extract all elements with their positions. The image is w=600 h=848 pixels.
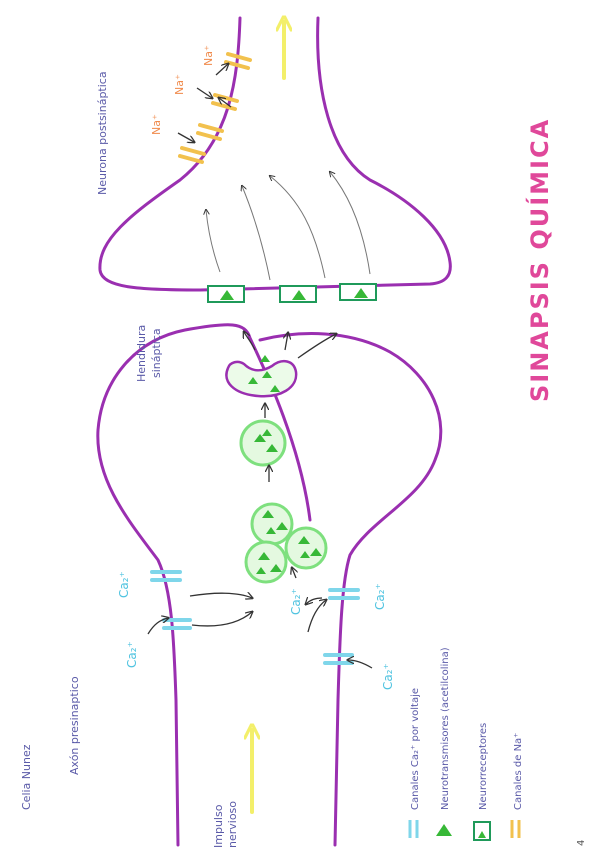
vesicle-4 [241, 421, 285, 465]
ca-label-1: Ca₂⁺ [117, 571, 131, 598]
diagram-title: SINAPSIS QUÍMICA [525, 118, 554, 402]
neuroreceptors [208, 284, 376, 302]
legend-neuroreceptors-text: Neurorreceptores [478, 723, 489, 810]
legend: Canales Ca₂⁺ por voltaje Neurotransmisor… [410, 647, 524, 840]
exocytosis-pocket [226, 361, 296, 396]
ca-channels [152, 572, 358, 663]
na-label-2: Na⁺ [173, 74, 186, 95]
legend-item-neuroreceptors: Neurorreceptores [474, 723, 490, 840]
na-ion-labels: Na⁺ Na⁺ Na⁺ [150, 45, 215, 135]
vesicle-3 [246, 542, 286, 582]
impulse-label-1: Impulso [212, 804, 225, 848]
postsynaptic-label: Neurona postsináptica [96, 71, 109, 195]
author-name: Celia Nunez [20, 744, 33, 810]
vesicle-2 [286, 528, 326, 568]
cleft-label-1: Hendidura [135, 325, 148, 382]
postsynaptic-signal-arrows [206, 172, 370, 280]
structure-labels: Neurona postsináptica Hendidura sináptic… [20, 71, 239, 848]
legend-item-neurotransmitters: Neurotransmisores (acetilcolina) [436, 647, 452, 836]
na-label-1: Na⁺ [150, 114, 163, 135]
receptor-3 [340, 284, 376, 300]
cleft-label-2: sináptica [150, 328, 163, 378]
impulse-label-2: nervioso [226, 801, 239, 848]
receptor-1 [208, 286, 244, 302]
impulse-arrows [252, 22, 284, 812]
presynaptic-membrane [98, 325, 441, 845]
na-channels [180, 54, 250, 162]
ca-label-5: Ca₂⁺ [381, 663, 395, 690]
legend-na-channels-text: Canales de Na⁺ [513, 733, 524, 810]
ca-label-3: Ca₂⁺ [289, 588, 303, 615]
vesicle-group [241, 421, 326, 582]
postsynaptic-membrane [100, 18, 450, 290]
legend-item-ca-channels: Canales Ca₂⁺ por voltaje [410, 688, 421, 838]
legend-item-na-channels: Canales de Na⁺ [512, 733, 524, 838]
legend-ca-channels-text: Canales Ca₂⁺ por voltaje [410, 688, 421, 810]
legend-neurotransmitters-text: Neurotransmisores (acetilcolina) [440, 647, 451, 810]
vesicle-1 [252, 504, 292, 544]
ca-label-2: Ca₂⁺ [125, 641, 139, 668]
presynaptic-label: Axón presinaptico [68, 676, 81, 775]
page-number: 4 [576, 840, 587, 846]
na-label-3: Na⁺ [202, 45, 215, 66]
ca-label-4: Ca₂⁺ [373, 583, 387, 610]
receptor-2 [280, 286, 316, 302]
